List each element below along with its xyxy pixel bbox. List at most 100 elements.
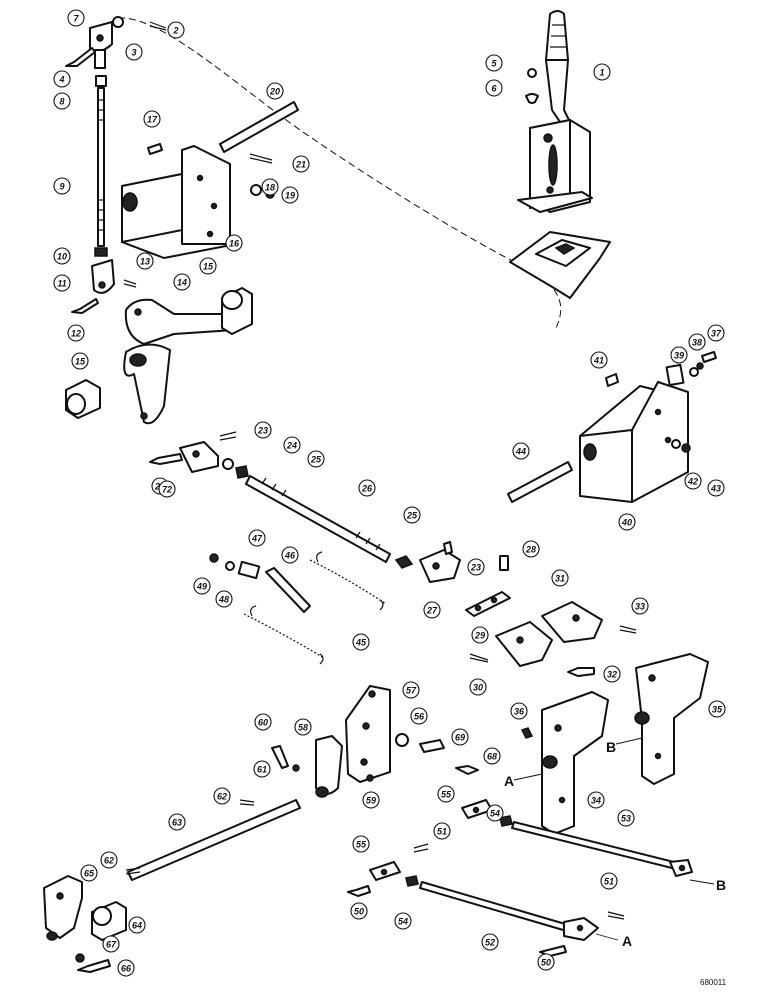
callout-number: 40: [621, 518, 632, 528]
grease-fitting: [520, 727, 534, 739]
bushing-upper: [221, 287, 253, 335]
callout-number: 53: [621, 814, 631, 824]
callout-21: 21: [292, 155, 310, 173]
callout-number: 33: [635, 602, 645, 612]
callout-number: 58: [298, 723, 308, 733]
callout-number: 5: [491, 59, 497, 69]
callout-number: 19: [285, 191, 295, 201]
callout-63: 63: [168, 813, 186, 831]
callout-number: 39: [674, 351, 684, 361]
callout-30: 30: [469, 678, 487, 696]
callout-number: 50: [354, 907, 364, 917]
lever-58: [315, 735, 343, 798]
callout-number: 26: [361, 484, 373, 494]
callout-49: 49: [193, 577, 211, 595]
callout-number: 34: [591, 796, 601, 806]
callout-number: 17: [147, 115, 158, 125]
link-clevis-27: [419, 541, 461, 583]
callout-55: 55: [352, 835, 370, 853]
callout-23: 23: [254, 421, 272, 439]
callout-6: 6: [485, 79, 503, 97]
callout-number: 11: [57, 279, 66, 289]
callout-number: 3: [131, 48, 136, 58]
callout-3: 3: [125, 43, 143, 61]
callout-36: 36: [510, 702, 528, 720]
callout-43: 43: [707, 479, 725, 497]
callout-54: 54: [486, 804, 504, 822]
callout-1: 1: [593, 63, 611, 81]
callout-38: 38: [688, 333, 706, 351]
callout-number: 44: [515, 447, 526, 457]
ref-letter-a: A: [504, 773, 514, 789]
callout-number: 45: [355, 638, 367, 648]
callout-number: 23: [257, 426, 268, 436]
callout-26: 26: [358, 479, 376, 497]
callout-58: 58: [294, 718, 312, 736]
ref-letter-a-end: A: [622, 933, 632, 949]
callout-15: 15: [199, 257, 217, 275]
shaft-63: [125, 799, 301, 881]
washer-56: [395, 733, 409, 747]
lever-35: [634, 653, 709, 785]
callout-number: 15: [75, 357, 86, 367]
callout-number: 25: [406, 511, 418, 521]
callout-number: 57: [406, 686, 417, 696]
callout-25: 25: [403, 506, 421, 524]
double-clevis: [469, 601, 637, 677]
callout-10: 10: [53, 247, 71, 265]
callout-number: 69: [455, 733, 465, 743]
callout-35: 35: [708, 700, 726, 718]
callout-61: 61: [253, 760, 271, 778]
callout-47: 47: [248, 529, 266, 547]
callout-number: 43: [710, 484, 721, 494]
callout-16: 16: [225, 234, 243, 252]
bolt-66: [77, 959, 111, 973]
callout-number: 49: [196, 582, 207, 592]
callout-number: 18: [265, 183, 275, 193]
callout-number: 72: [162, 485, 172, 495]
callout-27: 27: [423, 601, 441, 619]
callout-67: 67: [102, 935, 120, 953]
callout-12: 12: [67, 324, 85, 342]
link-block-29: [465, 591, 511, 617]
callout-62: 62: [100, 851, 118, 869]
callout-number: 21: [295, 160, 306, 170]
callout-number: 23: [470, 563, 481, 573]
cable-path: [117, 17, 562, 331]
callout-50: 50: [350, 902, 368, 920]
callout-number: 31: [555, 574, 565, 584]
callout-9: 9: [53, 177, 71, 195]
callout-number: 30: [473, 683, 483, 693]
callout-48: 48: [215, 590, 233, 608]
shift-lever: [517, 10, 593, 213]
clevis-rod-upper: [149, 431, 414, 569]
callout-number: 62: [217, 792, 227, 802]
callout-number: 24: [286, 441, 297, 451]
callout-number: 65: [84, 869, 95, 879]
bushing-64: [91, 901, 127, 941]
callout-25: 25: [307, 450, 325, 468]
callout-number: 12: [71, 329, 81, 339]
bushing-lower: [65, 379, 101, 419]
callout-19: 19: [281, 186, 299, 204]
callout-23: 23: [467, 558, 485, 576]
callout-number: 10: [57, 252, 67, 262]
lever-34: [541, 691, 609, 835]
callout-number: 9: [59, 182, 64, 192]
callout-number: 48: [218, 595, 229, 605]
nut-61: [292, 764, 300, 772]
springs: [243, 551, 387, 665]
callout-number: 67: [106, 940, 117, 950]
callout-2: 2: [167, 21, 185, 39]
callout-68: 68: [483, 747, 501, 765]
callout-66: 66: [117, 959, 135, 977]
callout-number: 56: [414, 712, 425, 722]
callout-layer: 1234567891011121314151516171819202122232…: [53, 9, 726, 977]
arm-65: [43, 875, 83, 941]
callout-number: 41: [593, 356, 604, 366]
lever-base-plate: [509, 231, 611, 299]
pin: [219, 101, 299, 153]
callout-18: 18: [261, 178, 279, 196]
callout-64: 64: [128, 916, 146, 934]
